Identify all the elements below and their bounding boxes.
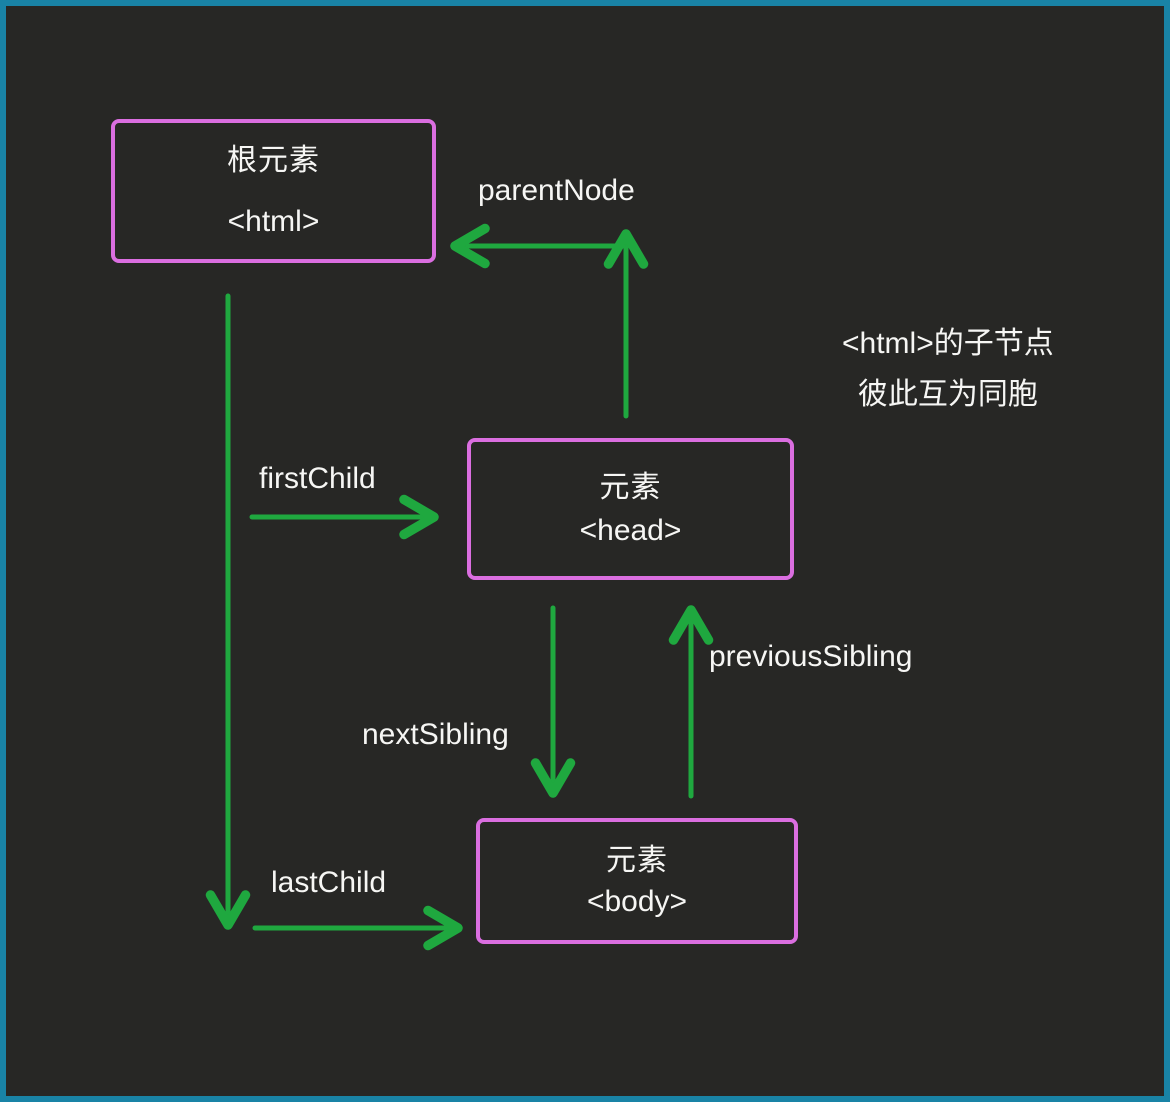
- sibling-note: <html>的子节点 彼此互为同胞: [842, 318, 1054, 420]
- edge-label-nextsibling: nextSibling: [362, 718, 509, 751]
- node-head-tag: <head>: [579, 514, 682, 547]
- edge-label-firstchild: firstChild: [259, 462, 376, 495]
- node-body-title: 元素: [606, 843, 668, 877]
- edge-label-previoussibling: previousSibling: [709, 640, 913, 673]
- node-body-tag: <body>: [586, 885, 688, 918]
- node-html-title: 根元素: [227, 143, 320, 177]
- node-html-tag: <html>: [227, 205, 320, 238]
- node-body[interactable]: 元素 <body>: [476, 818, 798, 944]
- sibling-note-line2: 彼此互为同胞: [857, 378, 1038, 411]
- node-head[interactable]: 元素 <head>: [467, 438, 794, 580]
- edge-label-lastchild: lastChild: [271, 866, 387, 899]
- node-head-title: 元素: [599, 470, 662, 504]
- edge-label-parentnode: parentNode: [478, 174, 635, 207]
- sibling-note-line1: <html>的子节点: [842, 327, 1054, 360]
- node-html[interactable]: 根元素 <html>: [111, 119, 436, 263]
